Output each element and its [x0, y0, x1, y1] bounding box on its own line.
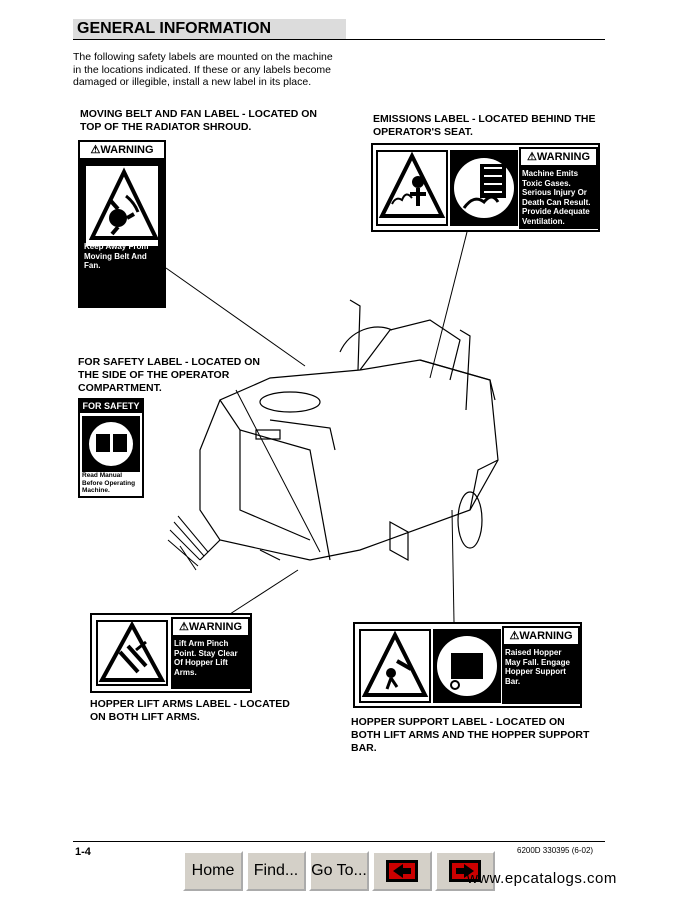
support-bar-icon — [437, 636, 497, 696]
home-button[interactable]: Home — [183, 851, 243, 891]
lift-arms-label: ⚠WARNING Lift Arm Pinch Point. Stay Clea… — [90, 613, 252, 693]
pinch-point-icon — [98, 620, 166, 682]
support-text-panel: ⚠WARNING Raised Hopper May Fall. Engage … — [502, 626, 580, 704]
warning-header: ⚠WARNING — [521, 149, 596, 165]
for-safety-text: Read Manual Before Operating Machine. — [82, 472, 136, 494]
read-manual-icon — [89, 422, 133, 466]
forward-arrow-icon — [449, 860, 481, 882]
ventilation-icon — [454, 158, 514, 218]
falling-hopper-icon — [361, 630, 429, 697]
support-bar-pictogram — [433, 629, 501, 703]
watermark: www.epcatalogs.com — [467, 870, 617, 887]
caption-support: HOPPER SUPPORT LABEL - LOCATED ON BOTH L… — [351, 716, 590, 754]
pinch-point-pictogram — [96, 620, 168, 686]
fan-hazard-pictogram — [84, 164, 160, 248]
belt-fan-label: ⚠WARNING Keep Away From Moving Belt And … — [78, 140, 166, 308]
previous-page-button[interactable] — [372, 851, 432, 891]
manual-pictogram — [82, 416, 140, 472]
for-safety-header: FOR SAFETY — [80, 400, 142, 413]
hopper-support-label: ⚠WARNING Raised Hopper May Fall. Engage … — [353, 622, 582, 708]
ventilation-pictogram — [450, 150, 518, 226]
emissions-text: Machine Emits Toxic Gases. Serious Injur… — [522, 169, 591, 226]
falling-hopper-pictogram — [359, 629, 431, 703]
toxic-gas-pictogram — [376, 150, 448, 226]
belt-fan-text: Keep Away From Moving Belt And Fan. — [84, 242, 149, 270]
emissions-text-panel: ⚠WARNING Machine Emits Toxic Gases. Seri… — [519, 147, 598, 229]
goto-button[interactable]: Go To... — [309, 851, 369, 891]
fan-hazard-icon — [88, 167, 160, 240]
warning-header: ⚠WARNING — [80, 142, 164, 160]
lift-arms-text-panel: ⚠WARNING Lift Arm Pinch Point. Stay Clea… — [171, 617, 250, 689]
for-safety-label: FOR SAFETY Read Manual Before Operating … — [78, 398, 144, 498]
sweeper-machine-illustration — [167, 299, 499, 571]
warning-header: ⚠WARNING — [504, 628, 578, 644]
support-text: Raised Hopper May Fall. Engage Hopper Su… — [505, 648, 570, 686]
toxic-gas-icon — [378, 151, 446, 218]
intro-paragraph: The following safety labels are mounted … — [73, 51, 333, 88]
warning-header: ⚠WARNING — [173, 619, 248, 635]
emissions-label: ⚠WARNING Machine Emits Toxic Gases. Seri… — [371, 143, 600, 232]
lift-arms-text: Lift Arm Pinch Point. Stay Clear Of Hopp… — [174, 639, 238, 677]
caption-for-safety: FOR SAFETY LABEL - LOCATED ON THE SIDE O… — [78, 356, 261, 394]
page-title: GENERAL INFORMATION — [73, 19, 346, 39]
caption-emissions: EMISSIONS LABEL - LOCATED BEHIND THE OPE… — [373, 113, 596, 138]
header-rule — [73, 19, 605, 40]
back-arrow-icon — [386, 860, 418, 882]
caption-lift-arms: HOPPER LIFT ARMS LABEL - LOCATED ON BOTH… — [90, 698, 290, 723]
find-button[interactable]: Find... — [246, 851, 306, 891]
document-number: 6200D 330395 (6-02) — [517, 846, 594, 855]
footer-rule — [73, 841, 605, 842]
page-number: 1-4 — [75, 846, 91, 858]
caption-belt-fan: MOVING BELT AND FAN LABEL - LOCATED ON T… — [80, 108, 318, 133]
next-page-button[interactable] — [435, 851, 495, 891]
